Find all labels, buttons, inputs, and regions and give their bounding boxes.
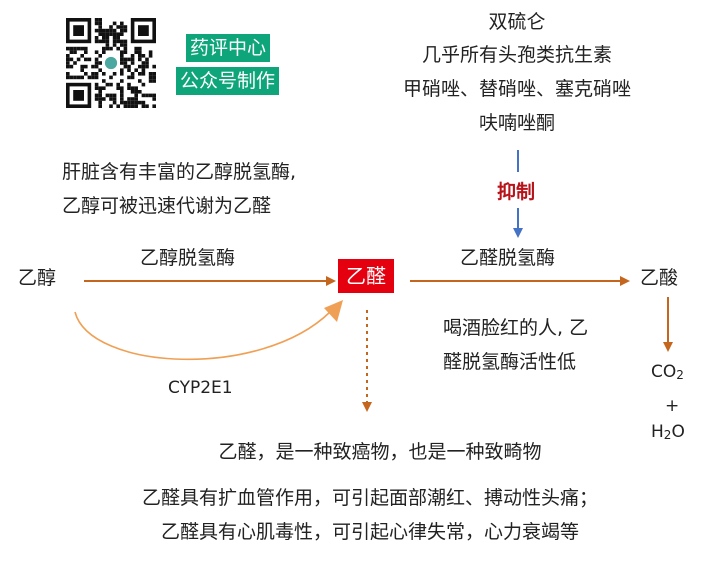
badge-line-1: 药评中心 [186, 34, 271, 62]
conclusion-vasodilation: 乙醛具有扩血管作用，可引起面部潮红、搏动性头痛； [141, 487, 598, 509]
node-acetic-acid: 乙酸 [640, 267, 679, 289]
inhibitor-furazolidone: 呋喃唑酮 [478, 112, 555, 134]
flush-note-line-1: 喝酒脸红的人, 乙 [443, 317, 589, 339]
plus-sign: + [665, 396, 680, 416]
enzyme-adh-label: 乙醇脱氢酶 [140, 247, 236, 269]
conclusion-cardiotoxicity: 乙醛具有心肌毒性，可引起心律失常，心力衰竭等 [160, 521, 579, 543]
liver-note-line-1: 肝脏含有丰富的乙醇脱氢酶, [62, 161, 297, 183]
node-co2: CO2 [651, 362, 684, 382]
inhibitor-cephalosporins: 几乎所有头孢类抗生素 [421, 44, 612, 66]
qr-code-icon [66, 18, 156, 108]
conclusion-carcinogen: 乙醛，是一种致癌物，也是一种致畸物 [218, 441, 542, 463]
badge-line-2: 公众号制作 [176, 67, 280, 95]
liver-note-line-2: 乙醇可被迅速代谢为乙醛 [62, 195, 272, 217]
node-acetaldehyde: 乙醛 [338, 259, 394, 293]
flush-note-line-2: 醛脱氢酶活性低 [443, 351, 577, 373]
enzyme-cyp-label: CYP2E1 [168, 378, 233, 398]
node-ethanol: 乙醇 [18, 267, 57, 289]
node-h2o: H2O [651, 422, 685, 442]
arrow-cyp2e1-head [324, 300, 343, 322]
inhibit-label: 抑制 [497, 181, 536, 203]
enzyme-aldh-label: 乙醛脱氢酶 [460, 247, 556, 269]
inhibitor-disulfiram: 双硫仑 [488, 11, 546, 33]
inhibitor-nitroimidazoles: 甲硝唑、替硝唑、塞克硝唑 [402, 78, 631, 100]
arrow-cyp2e1-curve [74, 311, 331, 361]
